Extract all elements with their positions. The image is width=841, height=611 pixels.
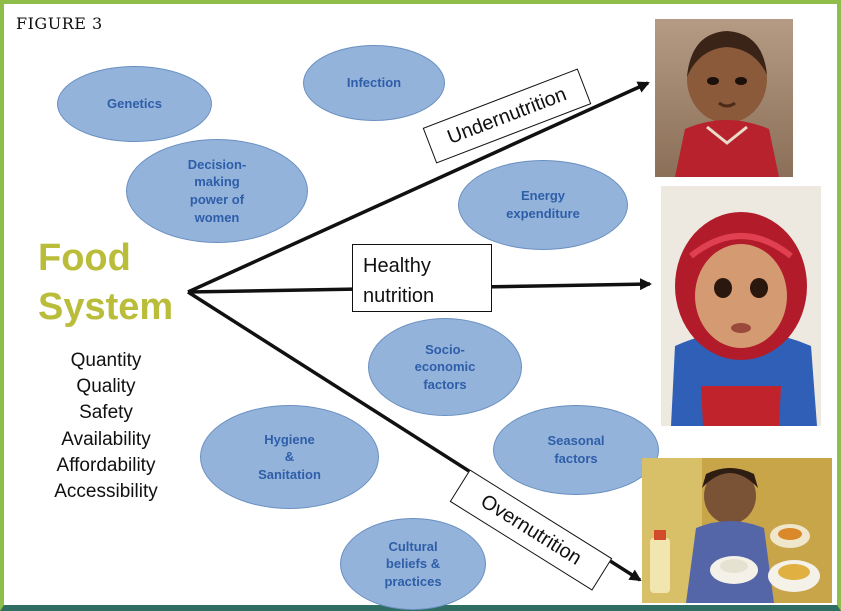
- oval-cultural-beliefs-label: Cultural beliefs & practices: [384, 538, 442, 589]
- oval-infection: Infection: [303, 45, 445, 121]
- qualities-list: Quantity Quality Safety Availability Aff…: [16, 348, 196, 505]
- oval-hygiene-sanitation: Hygiene & Sanitation: [200, 405, 379, 509]
- figure-label: FIGURE 3: [16, 14, 103, 33]
- healthy-line2: nutrition: [363, 285, 435, 307]
- oval-energy-expenditure-label: Energy expenditure: [506, 188, 580, 221]
- quality-item: Quality: [76, 376, 136, 398]
- oval-hygiene-sanitation-label: Hygiene & Sanitation: [258, 431, 321, 482]
- oval-decision-making: Decision- making power of women: [126, 139, 308, 243]
- oval-seasonal-factors-label: Seasonal factors: [547, 433, 605, 466]
- healthy-child-photo: [661, 186, 821, 426]
- oval-seasonal-factors: Seasonal factors: [493, 405, 659, 495]
- food-system-line2: System: [38, 286, 174, 329]
- food-system-line1: Food: [38, 237, 131, 279]
- quality-item: Availability: [61, 428, 151, 450]
- quality-item: Accessibility: [54, 481, 158, 503]
- overnourished-child-photo: [642, 458, 832, 603]
- healthy-nutrition-box: Healthy nutrition: [352, 244, 492, 312]
- undernourished-child-photo: [655, 19, 793, 177]
- oval-genetics-label: Genetics: [107, 96, 162, 112]
- oval-socio-economic: Socio- economic factors: [368, 318, 522, 416]
- oval-genetics: Genetics: [57, 66, 212, 142]
- oval-decision-making-label: Decision- making power of women: [187, 156, 247, 225]
- oval-cultural-beliefs: Cultural beliefs & practices: [340, 518, 486, 610]
- quality-item: Safety: [79, 402, 133, 424]
- healthy-line1: Healthy: [363, 255, 431, 277]
- food-system-heading: Food System: [38, 234, 173, 333]
- arrow-undernutrition: [187, 81, 650, 294]
- quality-item: Affordability: [56, 454, 156, 476]
- oval-energy-expenditure: Energy expenditure: [458, 160, 628, 250]
- oval-infection-label: Infection: [346, 75, 402, 91]
- oval-socio-economic-label: Socio- economic factors: [414, 341, 476, 392]
- quality-item: Quantity: [70, 350, 142, 371]
